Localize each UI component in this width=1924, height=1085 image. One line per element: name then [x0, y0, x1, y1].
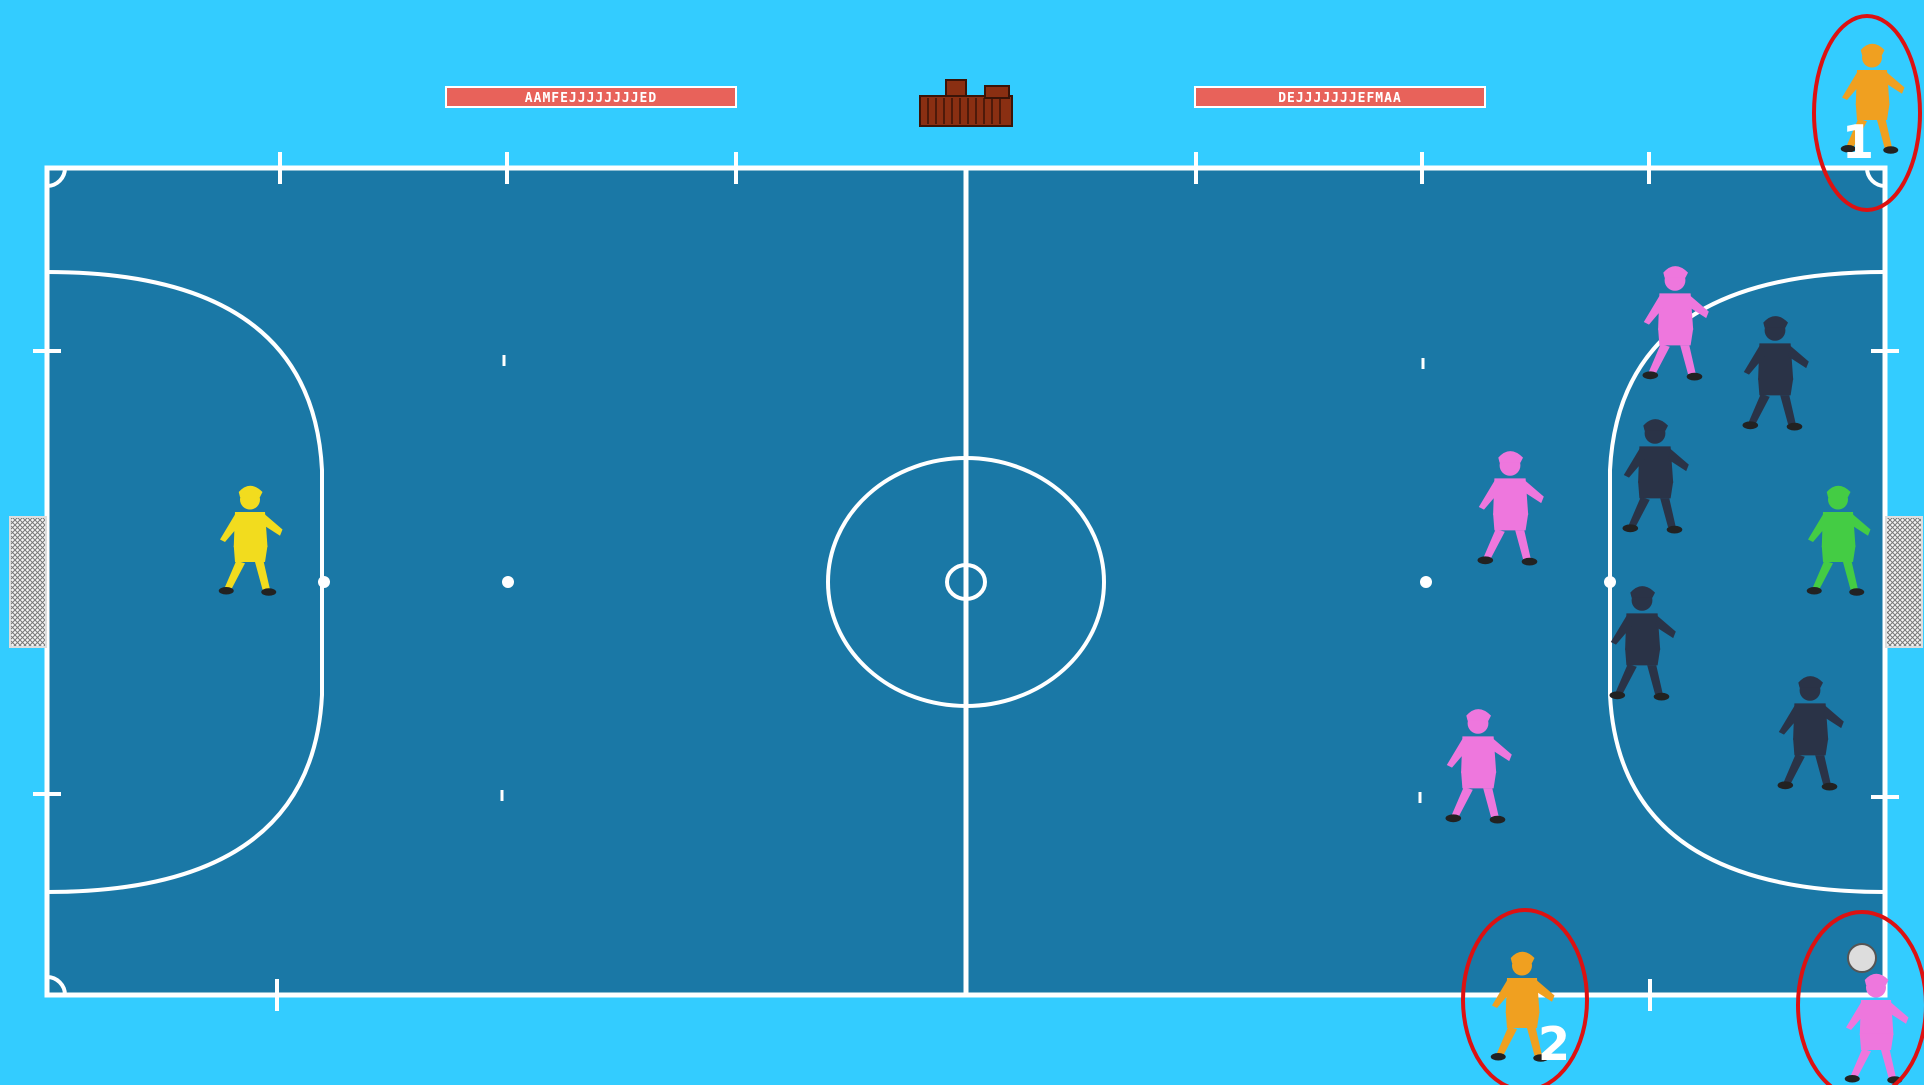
right-second-penalty-spot	[1420, 576, 1432, 588]
scorers-table-icon	[920, 80, 1012, 126]
right-penalty-spot	[1604, 576, 1616, 588]
right-scoreboard-text: DEJJJJJJJEFMAA	[1278, 91, 1402, 106]
left-scoreboard-text: AAMFEJJJJJJJJED	[525, 91, 657, 106]
left-goal-net	[10, 517, 46, 647]
ball-icon	[1848, 944, 1876, 972]
marker-number-1: 1	[1842, 115, 1874, 169]
right-goal-net	[1886, 517, 1922, 647]
left-second-penalty-spot	[502, 576, 514, 588]
marker-number-2: 2	[1538, 1017, 1570, 1071]
left-penalty-spot	[318, 576, 330, 588]
